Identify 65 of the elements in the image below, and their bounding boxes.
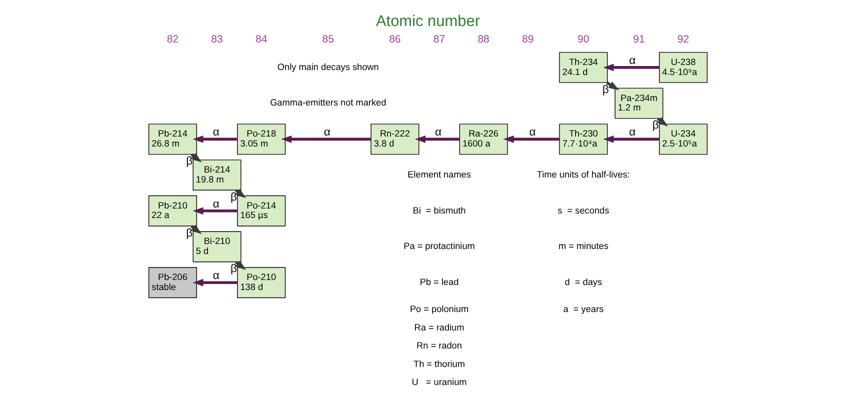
node-box: Po-218 3.05 m (237, 124, 286, 155)
arrow (281, 135, 371, 143)
node-box: Po-214 165 µs (237, 195, 286, 226)
node-box: Pb-214 26.8 m (148, 124, 197, 155)
arrow (414, 135, 460, 143)
edge-label: α (324, 126, 330, 139)
arrow (503, 135, 560, 143)
label: 90 (578, 33, 590, 46)
edge-label: α (212, 270, 220, 282)
edge-label: α (435, 126, 442, 139)
edge-label: α (212, 198, 220, 210)
arrow (192, 278, 238, 286)
edge-label: α (529, 126, 536, 139)
node-box: U-234 2.5·10⁵a (659, 124, 708, 155)
label: 89 (522, 33, 534, 46)
label: d = days (564, 277, 602, 288)
label: Only main decays shown (277, 62, 379, 72)
label: m = minutes (558, 241, 608, 252)
label: Time units of half-lives: (536, 169, 630, 180)
label: Gamma-emitters not marked (270, 98, 386, 108)
label: Po = polonium (410, 304, 469, 314)
label: 91 (633, 33, 645, 46)
edge-label: β (186, 227, 193, 240)
node-box: Ra-226 1600 a (459, 124, 508, 155)
node-box: Bi-214 19.8 m (192, 160, 242, 190)
node-box: Bi-210 5 d (192, 231, 242, 262)
edge-label: β (652, 120, 659, 132)
label: 88 (478, 33, 490, 46)
label: a = years (563, 304, 604, 314)
label: s = seconds (558, 205, 610, 216)
label: Pb = lead (420, 277, 459, 288)
node-box: Po-210 138 d (237, 267, 286, 298)
label: Th = thorium (414, 358, 465, 369)
node-box: Rn-222 3.8 d (370, 124, 420, 155)
label: Bi = bismuth (412, 205, 466, 216)
label: Ra = radium (414, 322, 464, 332)
edge-label: β (230, 191, 237, 204)
label: 85 (322, 33, 334, 46)
edge-label: β (186, 156, 193, 168)
arrow (192, 135, 238, 143)
arrow (192, 207, 238, 215)
arrow (603, 135, 660, 143)
label: 82 (166, 33, 179, 46)
node-box: Th-234 24.1 d (559, 52, 608, 83)
node-box: Pa-234m 1.2 m (614, 88, 664, 119)
node-box: Pb-210 22 a (148, 195, 197, 226)
edge-label: α (629, 126, 636, 139)
label: Element names (408, 169, 471, 180)
label: U = uranium (412, 377, 467, 388)
label: 92 (677, 33, 690, 46)
edge-label: α (629, 54, 636, 67)
label: 84 (255, 33, 268, 46)
node-box: U-238 4.5·10⁹a (659, 52, 708, 83)
diagram-title: Atomic number (376, 13, 480, 30)
label: Rn = radon (416, 340, 462, 351)
edge-label: α (212, 126, 220, 139)
node-box: Th-230 7.7·10⁴a (559, 124, 608, 155)
node-box: Pb-206 stable (148, 267, 197, 298)
label: 87 (433, 33, 446, 46)
edge-label: β (230, 263, 237, 276)
arrow (603, 64, 660, 72)
edge-label: β (602, 84, 609, 96)
label: Pa = protactinium (404, 241, 475, 252)
label: 83 (211, 33, 223, 46)
label: 86 (389, 33, 401, 46)
